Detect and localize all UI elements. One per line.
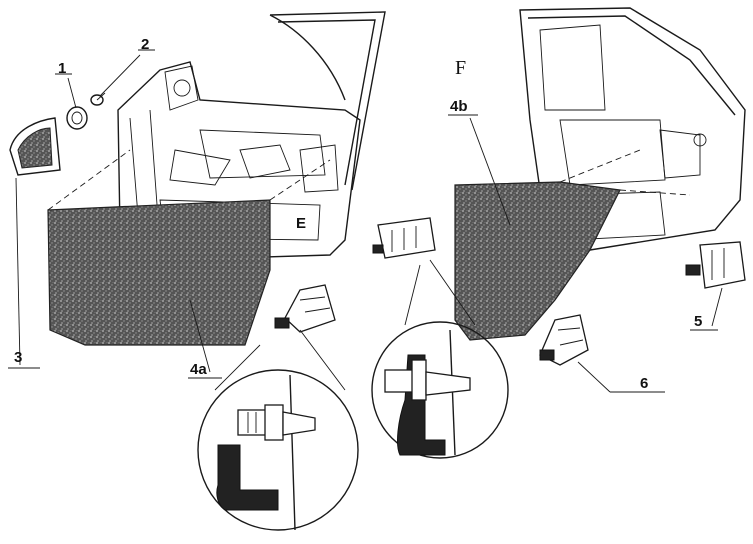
callout-4b: 4b: [448, 98, 511, 226]
callout-4a: 4a: [188, 299, 222, 379]
view-label-f: F: [455, 57, 466, 79]
view-label-e: E: [296, 215, 306, 232]
trim-clip-front-upper: [372, 217, 436, 259]
clip-detail-magnifier-front: [197, 329, 359, 531]
label-1: 1: [58, 60, 66, 77]
label-3: 3: [14, 349, 22, 366]
trim-clip-rear-upper: [685, 241, 746, 289]
speaker-grille-cover: [9, 117, 61, 176]
callout-3: 3: [8, 177, 40, 369]
rear-door-trim-panel: [454, 149, 691, 341]
front-door-trim-panel: [47, 149, 331, 346]
screw: [90, 92, 106, 106]
trim-clip-rear-lower: [539, 314, 589, 366]
retaining-clip: [66, 106, 88, 130]
trim-clip-front-lower: [274, 284, 336, 333]
clip-detail-magnifier-rear: [371, 259, 509, 459]
label-4a: 4a: [190, 361, 207, 378]
label-6: 6: [640, 375, 648, 392]
callout-1: 1: [55, 60, 77, 109]
callout-5: 5: [690, 287, 723, 331]
callout-6: 6: [577, 361, 665, 393]
callout-2: 2: [99, 36, 155, 97]
label-5: 5: [694, 313, 702, 330]
label-4b: 4b: [450, 98, 468, 115]
label-2: 2: [141, 36, 149, 53]
